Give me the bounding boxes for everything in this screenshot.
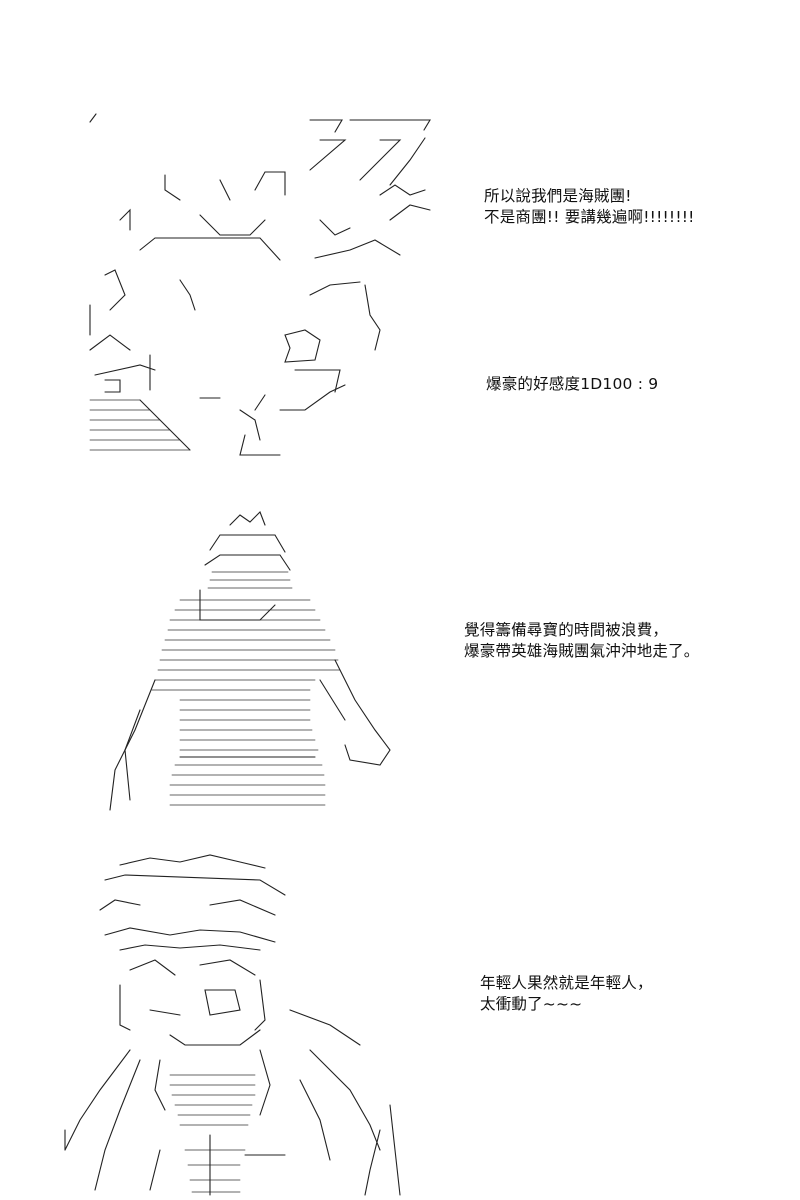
dialogue-line-1: 所以說我們是海賊團!: [484, 187, 632, 205]
narration-line-1: 覺得籌備尋寶的時間被浪費，: [464, 621, 669, 639]
dialogue-line-2: 不是商團!! 要講幾遍啊!!!!!!!!: [484, 208, 695, 226]
panel-2: 覺得籌備尋寶的時間被浪費， 爆豪帶英雄海賊團氣沖沖地走了。: [100, 510, 700, 820]
narration-line-2: 爆豪帶英雄海賊團氣沖沖地走了。: [464, 642, 700, 660]
narration-line-4: 太衝動了~~~: [480, 995, 583, 1013]
panel-1: 所以說我們是海賊團! 不是商團!! 要講幾遍啊!!!!!!!! 爆豪的好感度1D…: [0, 0, 800, 480]
affection-caption: 爆豪的好感度1D100 : 9: [486, 375, 659, 393]
ascii-art-angry-face: [80, 110, 450, 470]
ascii-art-walking-figure: [100, 510, 400, 820]
narration-line-3: 年輕人果然就是年輕人，: [480, 974, 653, 992]
ascii-art-old-man-figure: [60, 850, 420, 1200]
